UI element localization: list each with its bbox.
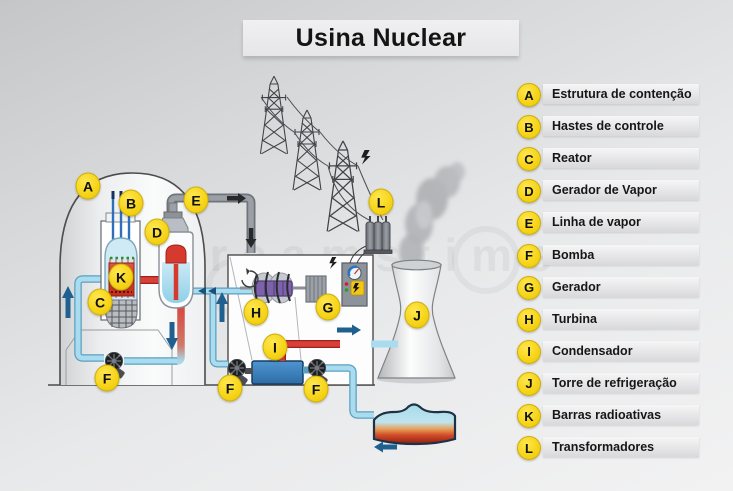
turbine	[240, 268, 310, 304]
badge-f-primary-pump: F	[94, 364, 120, 392]
badge-f-cooling-pump: F	[303, 375, 329, 403]
badge-l-transformers: L	[368, 188, 394, 216]
badge-h-turbine: H	[243, 298, 269, 326]
badge-a-containment-structure: A	[75, 172, 101, 200]
transformer-bank	[363, 216, 393, 254]
steam-plume	[399, 162, 465, 270]
page-title: Usina Nuclear	[295, 23, 467, 52]
badge-b-control-rods: B	[118, 189, 144, 217]
electricity-bolt-icon	[361, 150, 371, 165]
badge-i-condenser: I	[262, 333, 288, 361]
transmission-towers	[259, 75, 360, 232]
title-bar: Usina Nuclear	[243, 20, 519, 56]
badge-d-steam-generator: D	[144, 218, 170, 246]
badge-e-steam-line: E	[183, 186, 209, 214]
badge-j-cooling-tower: J	[404, 301, 430, 329]
primary-cold-pipe	[74, 275, 185, 365]
water-reservoir	[372, 403, 457, 446]
steam-line-pipe	[166, 193, 256, 253]
condenser	[251, 360, 304, 385]
reactor-lower-internals	[105, 299, 138, 329]
badge-g-generator: G	[315, 293, 341, 321]
feedwater-pipe	[190, 287, 256, 368]
badge-c-reactor: C	[87, 288, 113, 316]
flow-arrows	[62, 193, 397, 453]
badge-k-radioactive-rods: K	[108, 263, 134, 291]
badge-f-condensate-pump: F	[217, 374, 243, 402]
